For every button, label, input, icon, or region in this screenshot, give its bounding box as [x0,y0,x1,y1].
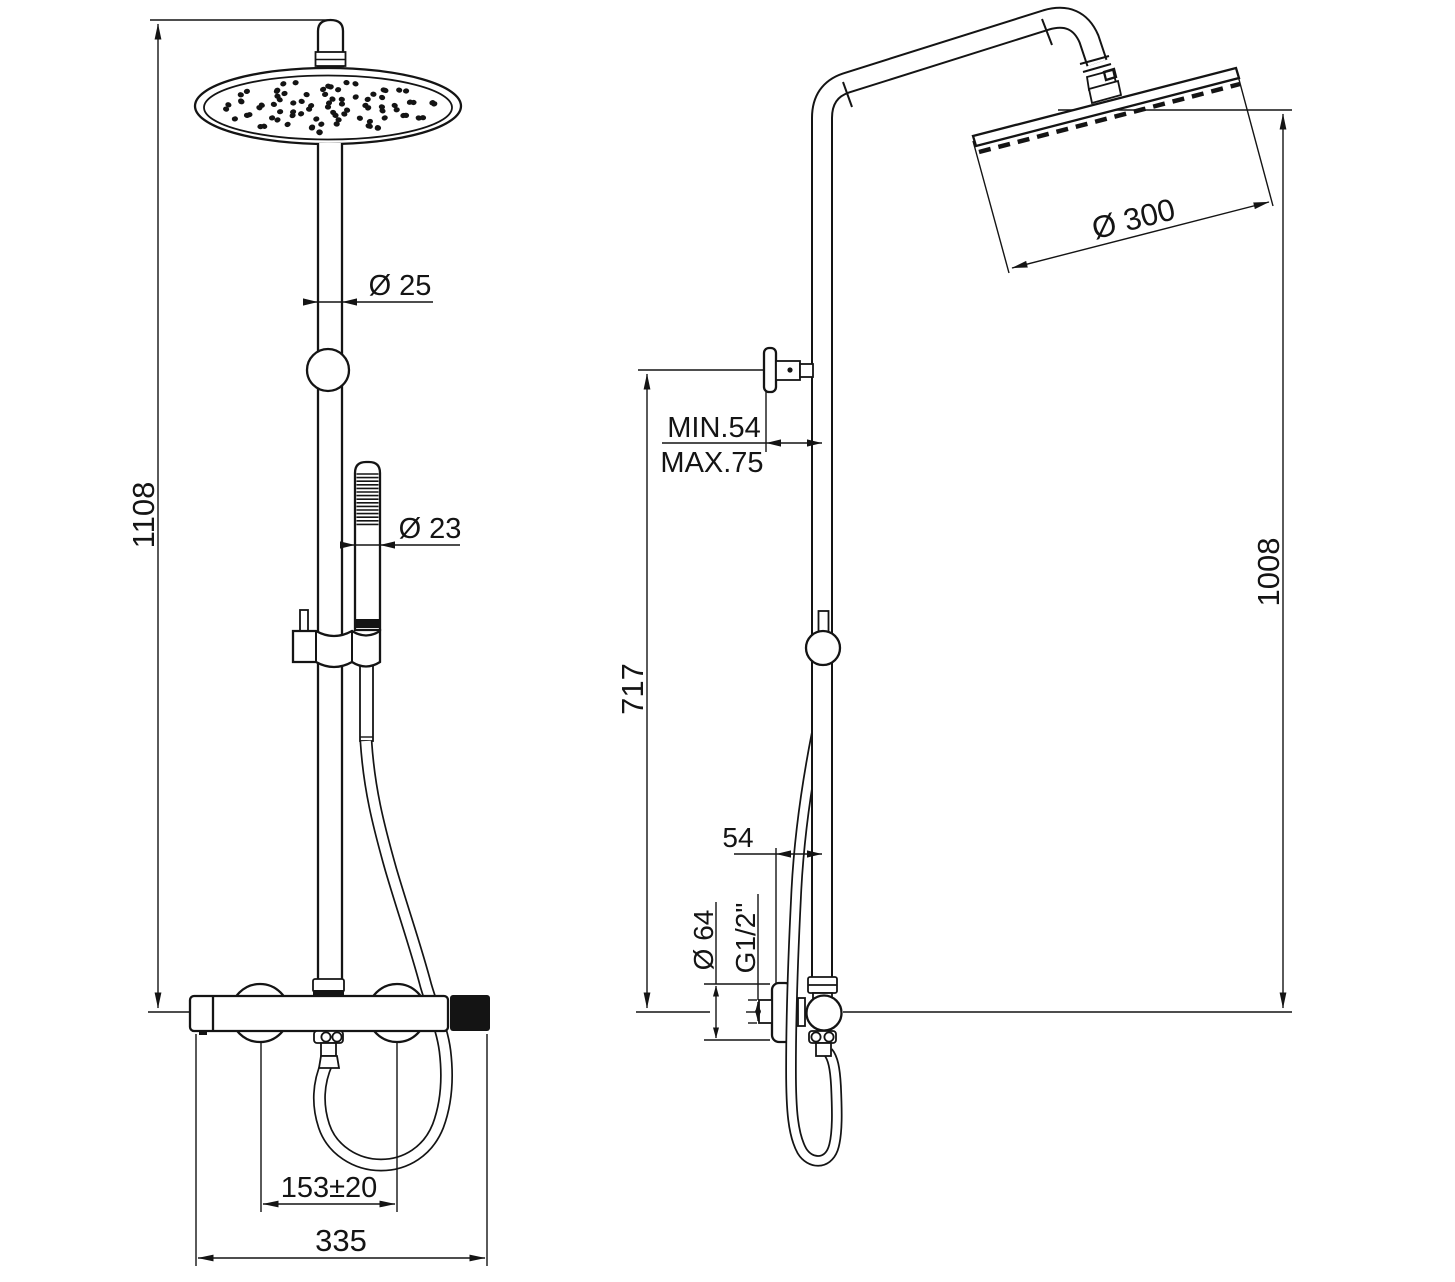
dim-label-1008: 1008 [1251,538,1286,607]
dim-label-d23: Ø 23 [399,513,462,545]
slider-lever [299,609,309,633]
slider-bracket-front [291,609,382,669]
upper-wall-bracket [762,346,814,394]
dim-label-min54: MIN.54 [667,412,760,444]
diverter-knob-front [305,347,351,393]
slider-knob-side [804,610,842,667]
dimensions: 1108 Ø 25 Ø 23 153±20 335 [126,23,1287,1266]
mixer-handle-knob [450,995,490,1031]
riser-pipe-front [316,143,344,979]
hose-outlet-fitting-front [313,1030,344,1069]
shower-hose-front [312,740,454,1172]
dim-height-to-head: 1008 [1251,113,1287,1009]
shower-head-nozzles [223,79,438,136]
dim-lower-wall-offset: 54 [722,822,822,858]
dim-escutcheon-diameter: Ø 64 [688,902,719,1039]
dim-label-d64: Ø 64 [688,910,719,971]
dim-label-335: 335 [315,1223,367,1258]
mixer-bar [188,994,490,1035]
dim-label-d25: Ø 25 [369,270,432,302]
dim-label-max75: MAX.75 [660,447,763,479]
hand-shower-grip-texture [356,473,379,526]
dim-wall-clearance: MIN.54 MAX.75 [660,412,822,479]
dim-label-153: 153±20 [281,1172,378,1204]
dim-thread-size: G1/2" [730,894,761,1022]
dim-overall-width: 335 [195,1034,488,1266]
dim-outlet-spacing: 153±20 [260,1043,398,1212]
dim-label-717: 717 [615,663,650,715]
dim-riser-diameter: Ø 25 [303,270,433,306]
dim-label-54: 54 [722,822,753,853]
shower-hose-side [785,701,843,1167]
dim-handshower-diameter: Ø 23 [340,513,461,549]
thread-nipple [758,999,773,1024]
head-nozzle-row [978,81,1241,155]
valve-body-side [805,994,843,1032]
head-mount-block [1087,79,1123,105]
front-view [188,18,490,1172]
dim-overall-height: 1108 [126,23,162,1009]
dim-bracket-height: 717 [615,373,651,1009]
dim-label-d300: Ø 300 [1088,191,1178,246]
mixer-valve-side [805,976,843,1057]
riser-and-arm-side [811,6,1123,980]
dim-label-1108: 1108 [126,482,161,549]
side-view [758,6,1241,1167]
hand-shower-front [353,460,382,742]
dim-label-g12: G1/2" [730,903,761,974]
